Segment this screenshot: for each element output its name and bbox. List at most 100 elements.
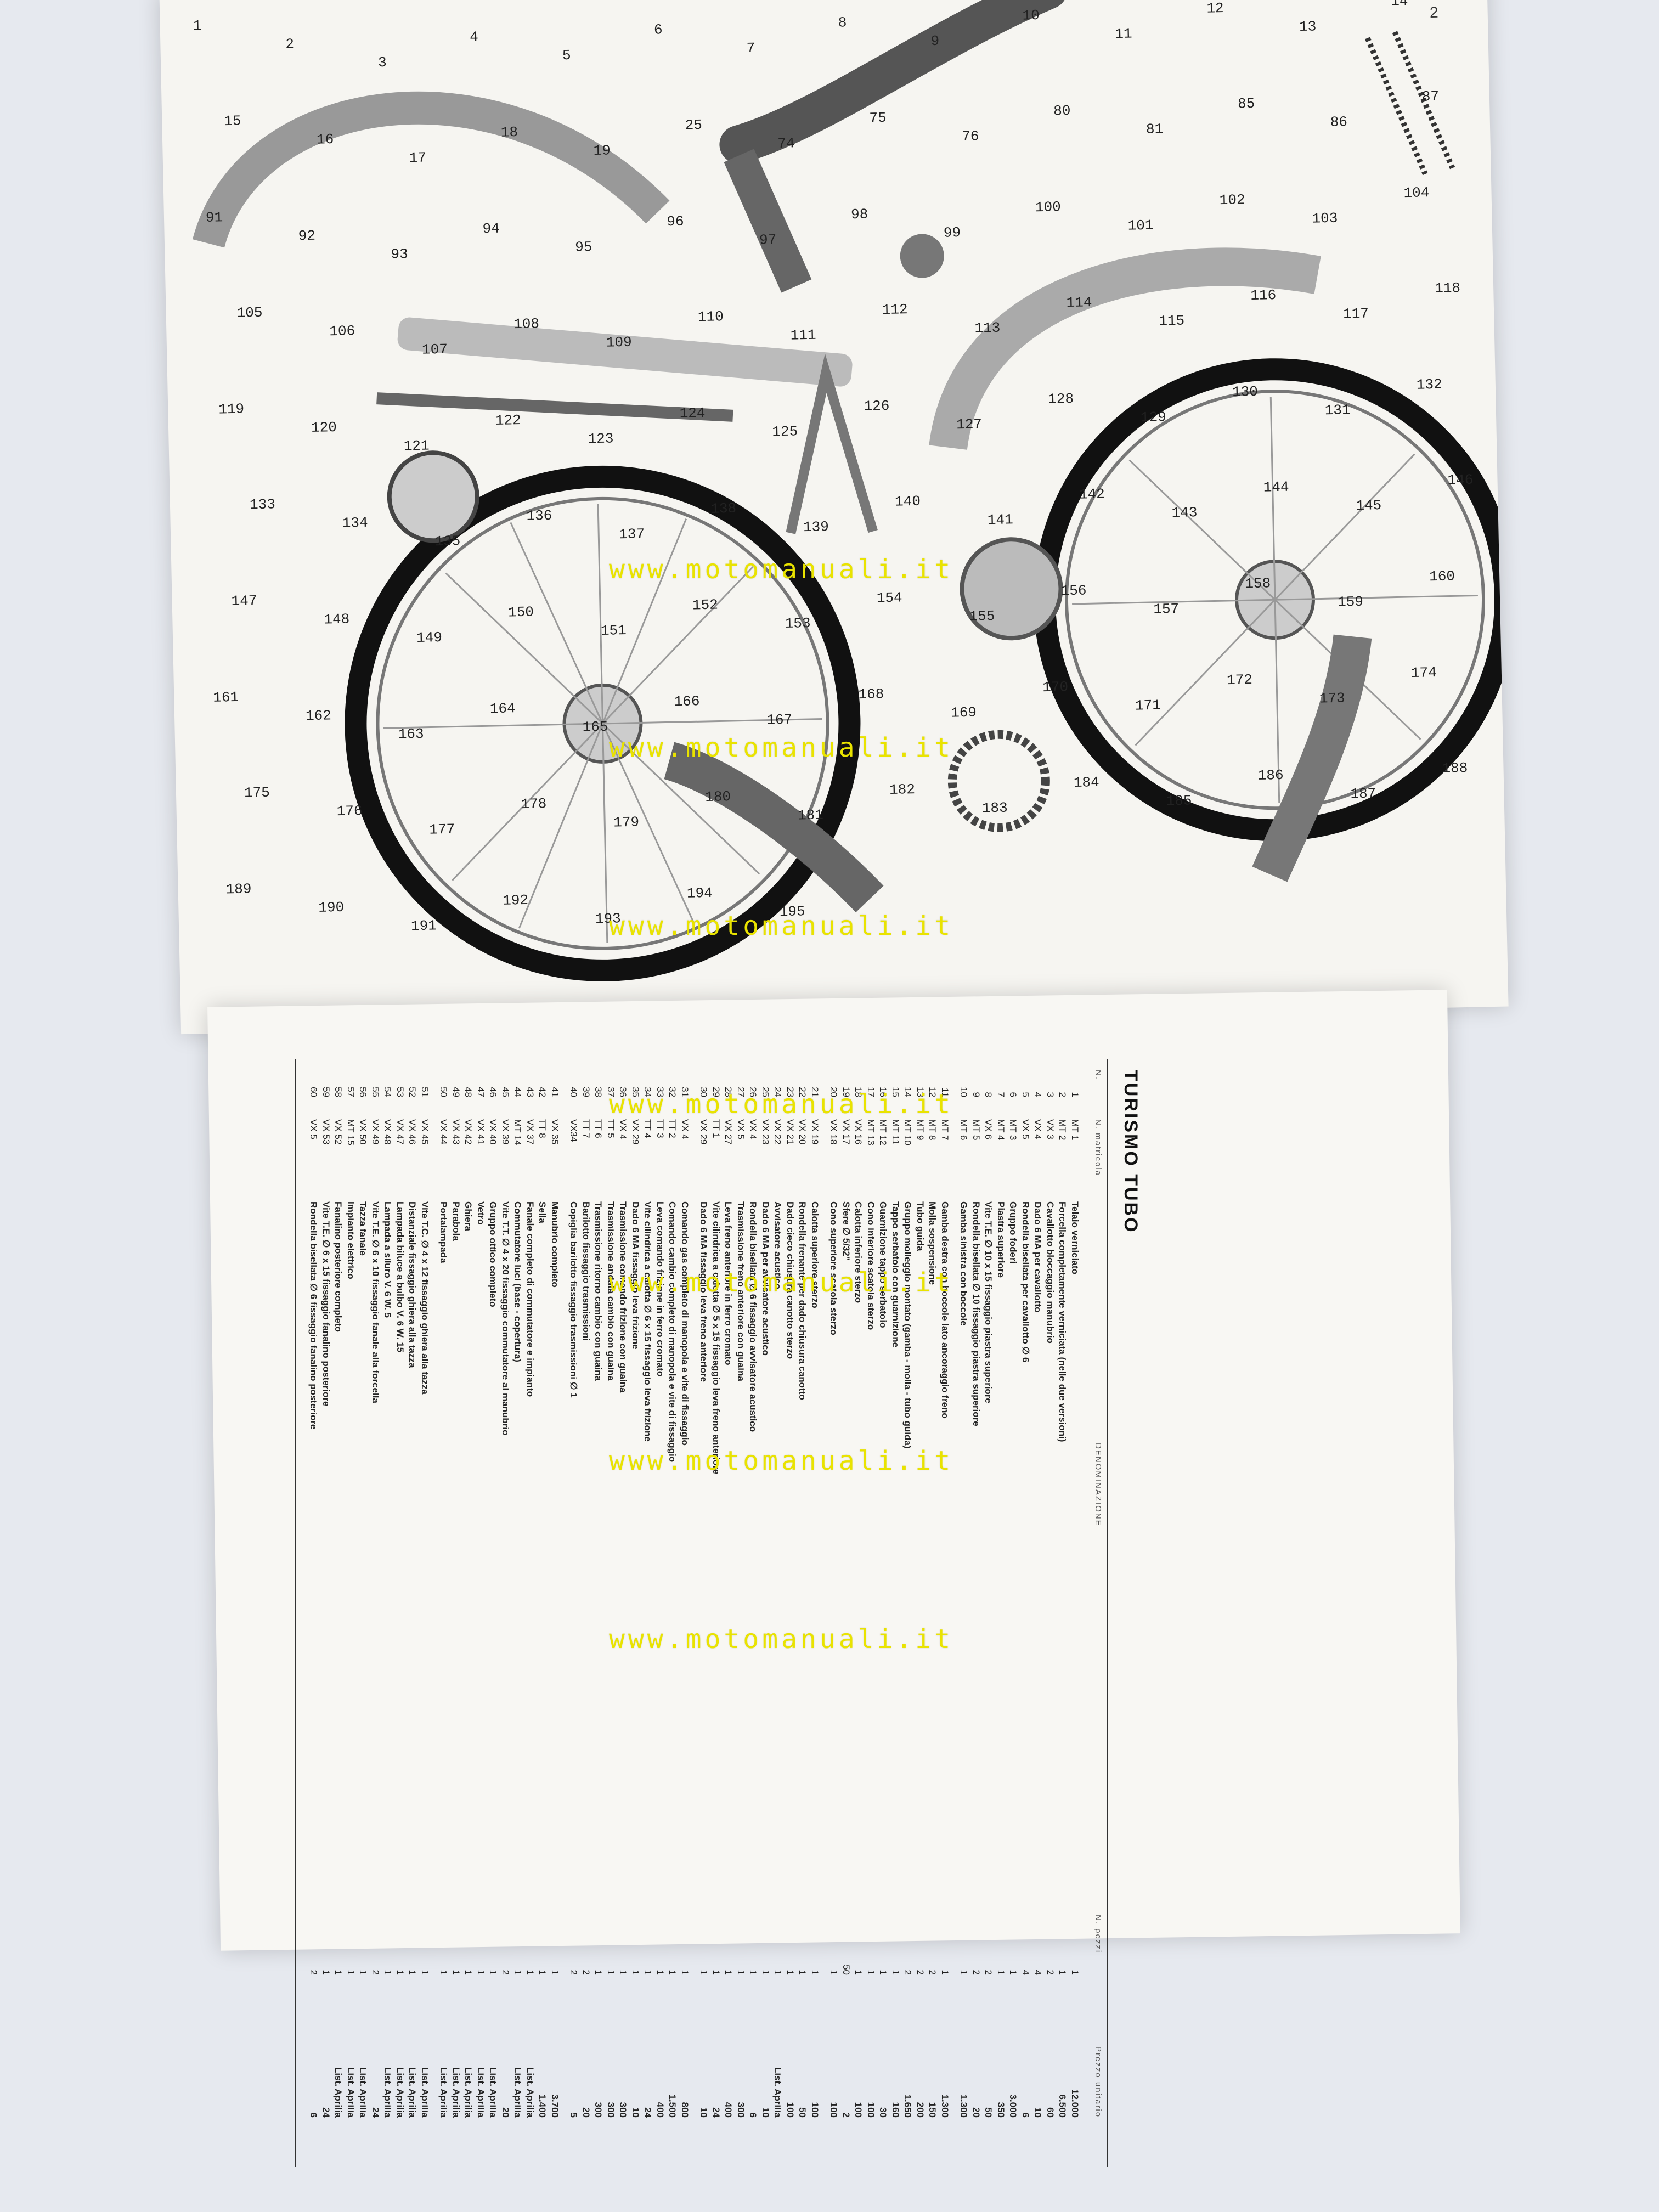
part-callout: 16 <box>317 131 334 148</box>
part-quantity: 2 <box>902 1970 913 1975</box>
part-callout: 160 <box>1429 568 1455 585</box>
rear-wheel <box>345 465 861 981</box>
part-description: Comando gas completo di manopola e vite … <box>680 1201 690 1446</box>
part-callout: 173 <box>1319 690 1345 707</box>
part-number: 55 <box>370 1087 381 1097</box>
part-description: Impianto elettrico <box>346 1201 356 1279</box>
part-quantity: 1 <box>958 1970 969 1975</box>
part-callout: 86 <box>1330 114 1347 131</box>
part-quantity: 1 <box>512 1970 523 1975</box>
part-description: Rondella bisellata ∅ 10 fissaggio piastr… <box>971 1201 981 1426</box>
part-price: List. Aprilia <box>451 2067 461 2118</box>
part-callout: 12 <box>1206 0 1224 17</box>
part-price: 30 <box>878 2107 889 2118</box>
part-description: Calotta superiore sterzo <box>810 1201 820 1308</box>
part-callout: 112 <box>882 301 907 318</box>
part-callout: 137 <box>619 526 645 543</box>
part-quantity: 1 <box>866 1970 876 1975</box>
part-price: List. Aprilia <box>346 2067 356 2118</box>
part-quantity: 1 <box>1070 1970 1080 1975</box>
part-description: Tazza fanale <box>358 1201 369 1256</box>
part-code: MT 2 <box>1057 1119 1068 1141</box>
part-code: VX 6 <box>983 1119 994 1139</box>
part-callout: 168 <box>858 686 884 703</box>
part-description: Portalampada <box>438 1201 449 1263</box>
part-price: 400 <box>655 2102 665 2118</box>
part-description: Piastra superiore <box>996 1201 1006 1278</box>
part-callout: 6 <box>654 21 663 38</box>
part-callout: 148 <box>324 611 349 628</box>
part-callout: 4 <box>470 29 478 45</box>
part-callout: 80 <box>1053 103 1071 120</box>
part-price: 6 <box>748 2112 759 2118</box>
part-number: 50 <box>438 1087 449 1097</box>
part-callout: 171 <box>1135 697 1161 714</box>
part-quantity: 1 <box>407 1970 418 1975</box>
part-callout: 195 <box>779 903 805 920</box>
table-rule-top <box>1107 1059 1108 2167</box>
part-callout: 135 <box>435 533 460 550</box>
part-code: VX 53 <box>321 1119 331 1145</box>
part-callout: 121 <box>403 437 429 454</box>
part-price: List. Aprilia <box>463 2067 474 2118</box>
part-price: 100 <box>853 2102 864 2118</box>
part-price: List. Aprilia <box>382 2067 393 2118</box>
part-callout: 111 <box>790 327 816 344</box>
part-number: 60 <box>308 1087 319 1097</box>
cap-part <box>900 234 944 278</box>
part-description: Guarnizione tappo serbatoio <box>878 1201 889 1328</box>
part-code: MT 5 <box>971 1119 981 1141</box>
part-code: VX 3 <box>1045 1119 1056 1139</box>
part-callout: 187 <box>1350 785 1376 802</box>
part-callout: 131 <box>1324 402 1350 419</box>
part-quantity: 1 <box>940 1970 950 1975</box>
part-description: Comando cambio completo di manopola e vi… <box>667 1201 678 1463</box>
inner-tube <box>663 742 884 912</box>
part-callout: 159 <box>1338 594 1363 611</box>
part-callout: 147 <box>231 592 257 610</box>
part-quantity: 1 <box>667 1970 678 1975</box>
part-description: Vite T.E. ∅ 6 x 10 fissaggio fanale alla… <box>370 1201 381 1403</box>
part-quantity: 2 <box>983 1970 994 1975</box>
part-price: 20 <box>581 2107 591 2118</box>
part-number: 41 <box>550 1087 560 1097</box>
part-code: VX 48 <box>382 1119 393 1145</box>
part-callout: 92 <box>298 228 315 245</box>
part-price: 300 <box>618 2102 629 2118</box>
part-callout: 109 <box>606 334 632 351</box>
brake-drum <box>960 537 1063 641</box>
part-quantity: 1 <box>525 1970 535 1975</box>
table-title: TURISMO TUBO <box>1120 1070 1141 1234</box>
part-quantity: 1 <box>358 1970 369 1975</box>
header-n: N. <box>1093 1070 1103 1080</box>
part-description: Telaio verniciato <box>1070 1201 1080 1274</box>
part-callout: 170 <box>1042 679 1068 696</box>
part-code: VX 49 <box>370 1119 381 1145</box>
part-callout: 139 <box>803 518 829 535</box>
part-callout: 120 <box>311 419 337 436</box>
part-price: 200 <box>915 2102 926 2118</box>
part-callout: 116 <box>1250 287 1276 304</box>
part-quantity: 2 <box>581 1970 591 1975</box>
part-callout: 143 <box>1171 504 1197 521</box>
part-code: VX 4 <box>1032 1119 1043 1139</box>
part-quantity: 4 <box>1032 1970 1043 1975</box>
part-price: List. Aprilia <box>333 2067 344 2118</box>
